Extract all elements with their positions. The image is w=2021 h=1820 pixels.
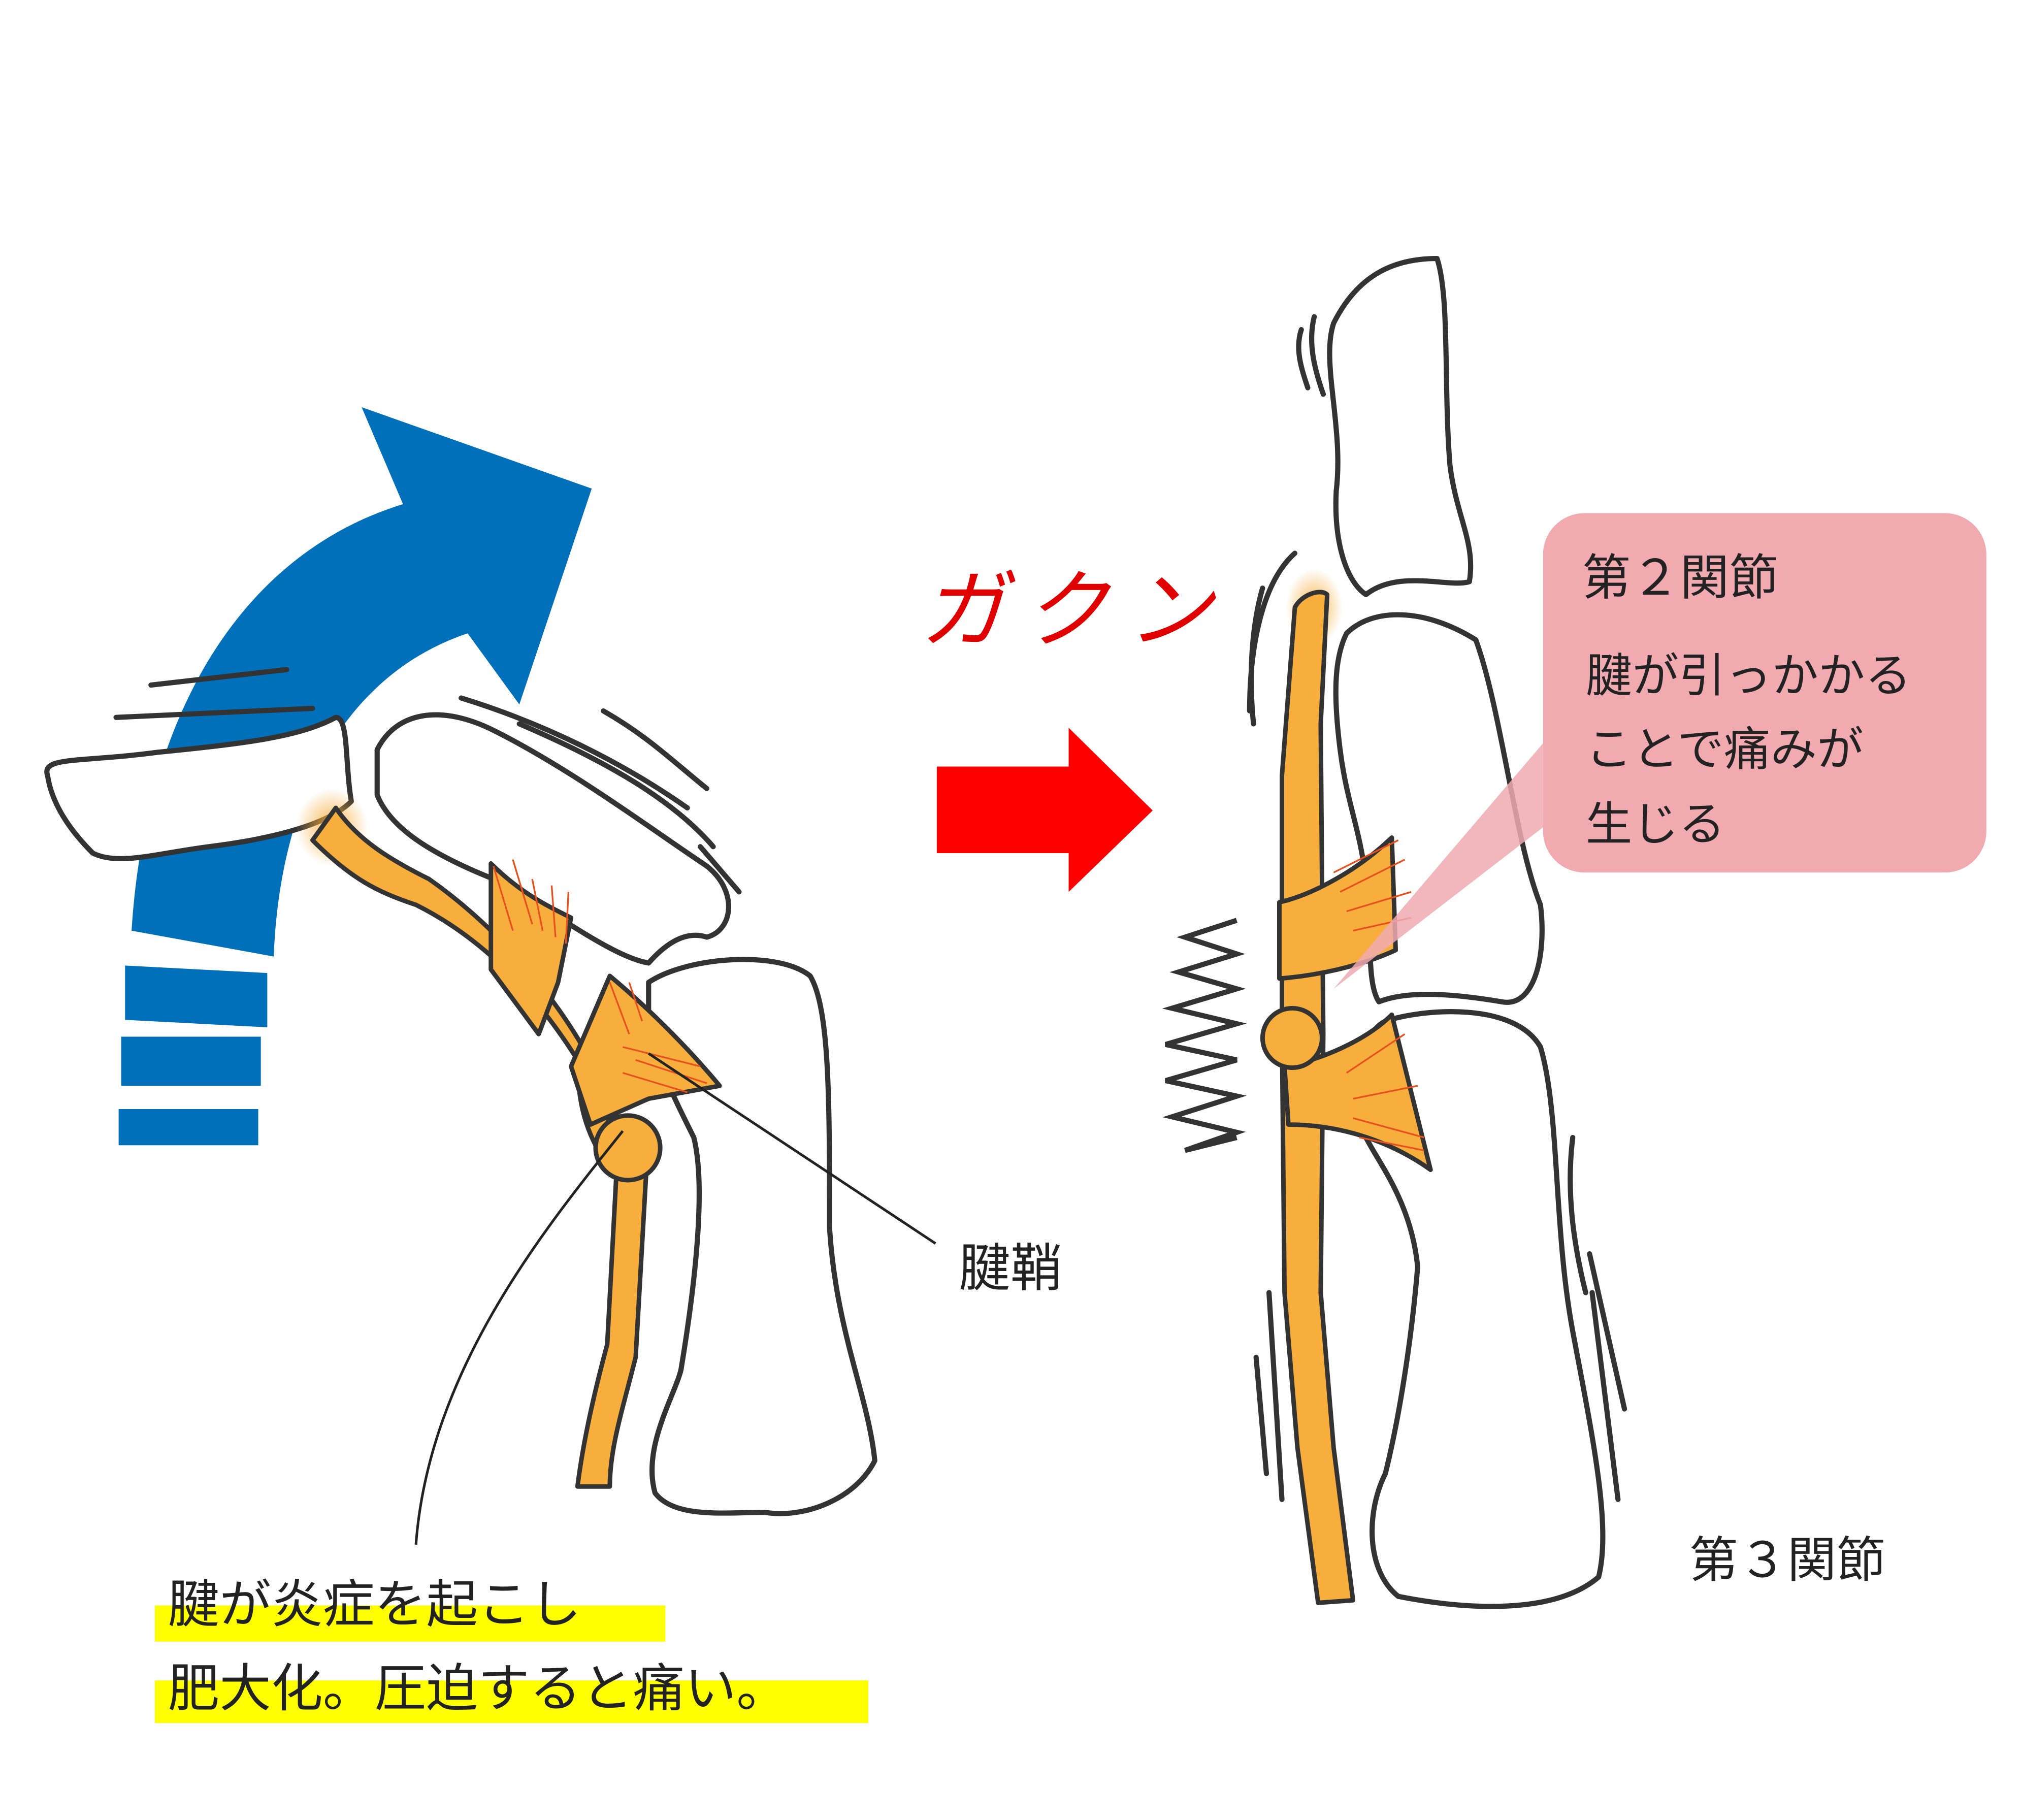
tendon-sheath <box>1282 1012 1433 1173</box>
motion-lines <box>1247 314 1627 1502</box>
tendon-sheath <box>488 861 574 1036</box>
joint2-callout: 第２関節 腱が引っかかる ことで痛みが 生じる <box>1333 513 1986 989</box>
callout-line: 腱が引っかかる <box>1586 648 1911 703</box>
tendon-sheath <box>569 973 722 1127</box>
straight-finger-illustration <box>1162 256 1627 1609</box>
arrow-dash <box>121 1036 261 1086</box>
caption-line: 腱が炎症を起こし <box>168 1575 581 1635</box>
caption-line: 肥大化。圧迫すると痛い。 <box>168 1659 788 1719</box>
callout-title: 第２関節 <box>1582 549 1778 606</box>
pointer-line <box>414 1130 624 1545</box>
highlight <box>154 1605 666 1642</box>
tendon-sheath <box>1277 835 1398 981</box>
callout-line: ことで痛みが <box>1586 722 1864 776</box>
highlight <box>154 1680 869 1724</box>
sfx-text: ガクン <box>920 561 1230 660</box>
bent-finger-illustration <box>44 667 936 1545</box>
motion-lines <box>113 667 742 895</box>
tendon-nodule <box>593 1113 663 1183</box>
arrow-dash <box>125 965 268 1027</box>
distal-bone <box>1327 256 1474 597</box>
red-right-arrow <box>936 728 1153 892</box>
pointer-line <box>647 1052 936 1245</box>
tendon-nodule <box>1260 1006 1324 1070</box>
sheath-label: 腱鞘 <box>959 1239 1062 1299</box>
joint3-label: 第３関節 <box>1689 1531 1885 1588</box>
proximal-bone <box>646 957 877 1516</box>
arrow-dash <box>118 1109 258 1146</box>
spring-icon <box>1162 918 1247 1153</box>
callout-line: 生じる <box>1586 797 1725 852</box>
caption: 腱が炎症を起こし 肥大化。圧迫すると痛い。 <box>154 1575 869 1724</box>
